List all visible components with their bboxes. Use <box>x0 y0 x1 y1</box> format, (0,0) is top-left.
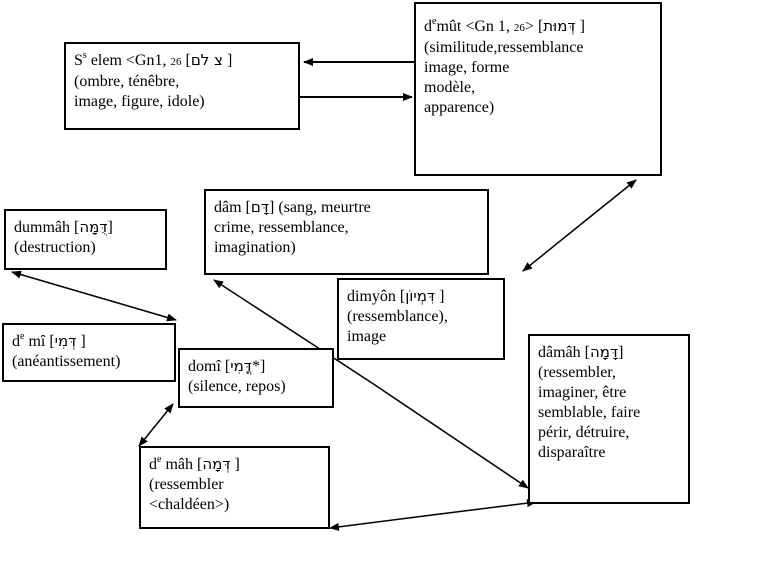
demut-gloss-line: modèle, <box>424 79 476 96</box>
dam-word: dâm [ <box>214 199 251 216</box>
damah-gloss-line: imaginer, être <box>538 384 627 401</box>
demut-word-sup: e <box>432 16 437 27</box>
demah-gloss-line: (ressembler <box>149 476 224 493</box>
dimyon-hebrew-word: דִּמְיוֹן <box>405 287 436 305</box>
arrow-demah-damah-a <box>329 514 433 531</box>
selem-word-sup: s <box>82 50 87 61</box>
dam-bracket-close: ] <box>269 199 275 216</box>
node-demut-heading: demût <Gn 1, 26> [דְּמוּת ] <box>424 16 652 38</box>
arrow-domi-demah-a <box>155 403 174 426</box>
demi-gloss-line: (anéantissement) <box>12 353 121 370</box>
node-domi-heading: domî [דֳּמִי*] <box>188 356 324 377</box>
dummah-hebrew-word: דֻּמָּה <box>79 218 108 236</box>
dimyon-gloss-line: image <box>347 328 387 345</box>
arrow-demah-damah-b <box>431 499 537 516</box>
demut-hebrew-word: דְּמוּת <box>543 17 576 35</box>
dam-gloss-first: (sang, meurtre <box>274 199 371 216</box>
demut-gloss-line: image, forme <box>424 59 510 76</box>
dummah-bracket-close: ] <box>107 219 113 236</box>
node-dimyon-heading: dimyôn [דִּמְיוֹן ] <box>347 286 495 307</box>
node-demah-heading: de mâh [דְּמָה ] <box>149 454 320 475</box>
node-damah: dâmâh [דָּמָה] (ressembler, imaginer, êt… <box>528 334 690 504</box>
dummah-gloss-line: (destruction) <box>14 239 96 256</box>
domi-bracket-close: *] <box>251 358 266 375</box>
node-dam: dâm [דָּם] (sang, meurtre crime, ressemb… <box>204 189 489 275</box>
demah-hebrew-word: דְּמָה <box>202 455 231 473</box>
damah-gloss-line: périr, détruire, <box>538 424 630 441</box>
domi-word: domî [ <box>188 358 231 375</box>
selem-ref-small: 26 <box>170 56 182 68</box>
domi-gloss-line: (silence, repos) <box>188 378 286 395</box>
demut-bracket-close: ] <box>575 18 585 35</box>
demah-word-post: mâh [ <box>161 456 203 473</box>
demi-bracket-close: ] <box>76 333 86 350</box>
damah-hebrew-word: דָּמָה <box>589 343 619 361</box>
node-dimyon: dimyôn [דִּמְיוֹן ] (ressemblance), imag… <box>337 278 505 360</box>
dummah-word: dummâh [ <box>14 219 80 236</box>
demi-word-pre: d <box>12 333 20 350</box>
demut-bracket-open: > [ <box>524 18 544 35</box>
dam-gloss-line: crime, ressemblance, <box>214 219 349 236</box>
demut-word-pre: d <box>424 18 432 35</box>
demi-word-post: mî [ <box>24 333 55 350</box>
demut-ref-small: 26 <box>513 22 525 34</box>
domi-hebrew-word: דֳּמִי <box>230 357 252 375</box>
selem-bracket-open: [ <box>181 52 191 69</box>
dam-hebrew-word: דָּם <box>250 198 270 216</box>
node-demut: demût <Gn 1, 26> [דְּמוּת ] (similitude,… <box>414 2 662 176</box>
node-dummah: dummâh [דֻּמָּה] (destruction) <box>4 209 167 270</box>
node-dam-heading: dâm [דָּם] (sang, meurtre <box>214 197 479 218</box>
selem-bracket-close: ] <box>222 52 233 69</box>
arrow-dummah-demi-a <box>11 270 95 297</box>
node-demi-heading: de mî [דְּמִי ] <box>12 331 166 352</box>
arrow-dimyon-demut-b <box>522 224 581 272</box>
arrow-dam-damah-b <box>371 382 529 489</box>
node-demah: de mâh [דְּמָה ] (ressembler <chaldéen>) <box>139 446 330 529</box>
selem-gloss-line: (ombre, ténêbre, <box>74 73 180 90</box>
node-dummah-heading: dummâh [דֻּמָּה] <box>14 217 157 238</box>
node-damah-heading: dâmâh [דָּמָה] <box>538 342 680 363</box>
damah-word: dâmâh [ <box>538 344 590 361</box>
selem-word-pre: S <box>74 52 83 69</box>
demut-word-post: mût <Gn 1, <box>436 18 514 35</box>
arrow-domi-demah-b <box>138 424 157 447</box>
damah-gloss-line: disparaître <box>538 444 606 461</box>
node-selem: Ss elem <Gn1, 26 [צ לם ] (ombre, ténêbre… <box>64 42 300 130</box>
node-domi: domî [דֳּמִי*] (silence, repos) <box>178 348 334 408</box>
demah-gloss-line: <chaldéen>) <box>149 496 230 513</box>
dimyon-word: dimyôn [ <box>347 288 406 305</box>
dimyon-gloss-line: (ressemblance), <box>347 308 448 325</box>
demi-word-sup: e <box>20 331 25 342</box>
demut-gloss-line: (similitude,ressemblance <box>424 39 584 56</box>
damah-bracket-close: ] <box>618 344 624 361</box>
demi-hebrew-word: דְּמִי <box>54 332 77 350</box>
arrow-dimyon-demut-a <box>579 179 637 226</box>
selem-word-post: elem <Gn1, <box>86 52 171 69</box>
demah-word-pre: d <box>149 456 157 473</box>
demah-word-sup: e <box>157 454 162 465</box>
arrow-dummah-demi-b <box>93 295 177 322</box>
dam-gloss-line: imagination) <box>214 239 296 256</box>
node-demi: de mî [דְּמִי ] (anéantissement) <box>2 323 176 382</box>
damah-gloss-line: semblable, faire <box>538 404 641 421</box>
selem-hebrew-word: צ לם <box>190 51 223 69</box>
damah-gloss-line: (ressembler, <box>538 364 616 381</box>
demut-gloss-line: apparence) <box>424 99 495 116</box>
dimyon-bracket-close: ] <box>435 288 445 305</box>
node-selem-heading: Ss elem <Gn1, 26 [צ לם ] <box>74 50 290 72</box>
selem-gloss-line: image, figure, idole) <box>74 93 205 110</box>
demah-bracket-close: ] <box>230 456 240 473</box>
